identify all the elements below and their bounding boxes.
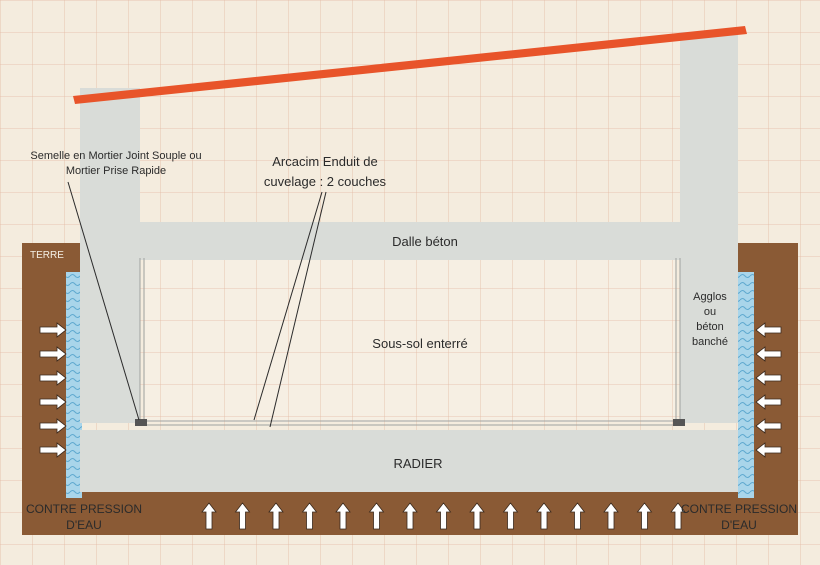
pressure-arrow-up (268, 502, 284, 530)
leader-lines (67, 181, 327, 428)
label-semelle-line1: Semelle en Mortier Joint Souple ou (30, 150, 201, 162)
water-waves-left (66, 272, 82, 498)
pressure-arrow-up (301, 502, 318, 530)
label-agglos-line3: béton (696, 321, 724, 333)
label-arcacim-line2: cuvelage : 2 couches (264, 174, 387, 189)
cuvelage-coating (139, 258, 681, 426)
pressure-arrow-up (536, 502, 552, 530)
pressure-arrow-left (39, 418, 67, 434)
pressure-arrow-up (469, 502, 485, 530)
pressure-arrow-left (39, 346, 67, 362)
label-radier: RADIER (393, 456, 442, 471)
semelle-right (673, 419, 685, 426)
label-dalle: Dalle béton (392, 234, 458, 249)
pressure-arrow-up (670, 502, 686, 530)
label-semelle-line2: Mortier Prise Rapide (66, 165, 166, 177)
label-terre: TERRE (30, 250, 64, 261)
pressure-arrow-up (402, 502, 418, 530)
label-contre-pression-left-line1: CONTRE PRESSION (26, 502, 142, 516)
pressure-arrow-right (755, 322, 782, 338)
pressure-arrow-left (39, 370, 67, 386)
pressure-arrow-up (603, 502, 619, 530)
label-contre-pression-right-line1: CONTRE PRESSION (681, 502, 797, 516)
label-agglos-line1: Agglos (693, 291, 727, 303)
arrows-left (39, 322, 67, 458)
pressure-arrow-up (636, 502, 653, 530)
pressure-arrow-right (755, 418, 782, 434)
basement-grid (145, 260, 675, 422)
arrows-bottom (201, 502, 686, 530)
label-sous-sol: Sous-sol enterré (372, 336, 467, 351)
pressure-arrow-left (39, 322, 67, 338)
pressure-arrow-up (435, 502, 452, 530)
water-waves-right (738, 272, 754, 498)
pressure-arrow-right (755, 442, 782, 458)
radier-slab (80, 430, 738, 492)
pressure-arrow-up (569, 502, 586, 530)
arrows-right (755, 322, 782, 458)
label-contre-pression-left-line2: D'EAU (66, 518, 102, 532)
label-agglos-line2: ou (704, 306, 716, 318)
slab-dalle (80, 222, 738, 260)
pressure-arrow-left (39, 394, 67, 410)
pressure-arrow-right (755, 394, 782, 410)
pressure-arrow-up (502, 502, 519, 530)
label-arcacim-line1: Arcacim Enduit de (272, 154, 378, 169)
pressure-arrow-up (234, 502, 251, 530)
pressure-arrow-up (335, 502, 351, 530)
semelle-left (135, 419, 147, 426)
pressure-arrow-up (201, 502, 217, 530)
pressure-arrow-right (755, 370, 782, 386)
roof (73, 26, 747, 104)
label-agglos-line4: banché (692, 336, 728, 348)
pressure-arrow-up (368, 502, 385, 530)
label-contre-pression-right-line2: D'EAU (721, 518, 757, 532)
pressure-arrow-left (39, 442, 67, 458)
pressure-arrow-right (755, 346, 782, 362)
